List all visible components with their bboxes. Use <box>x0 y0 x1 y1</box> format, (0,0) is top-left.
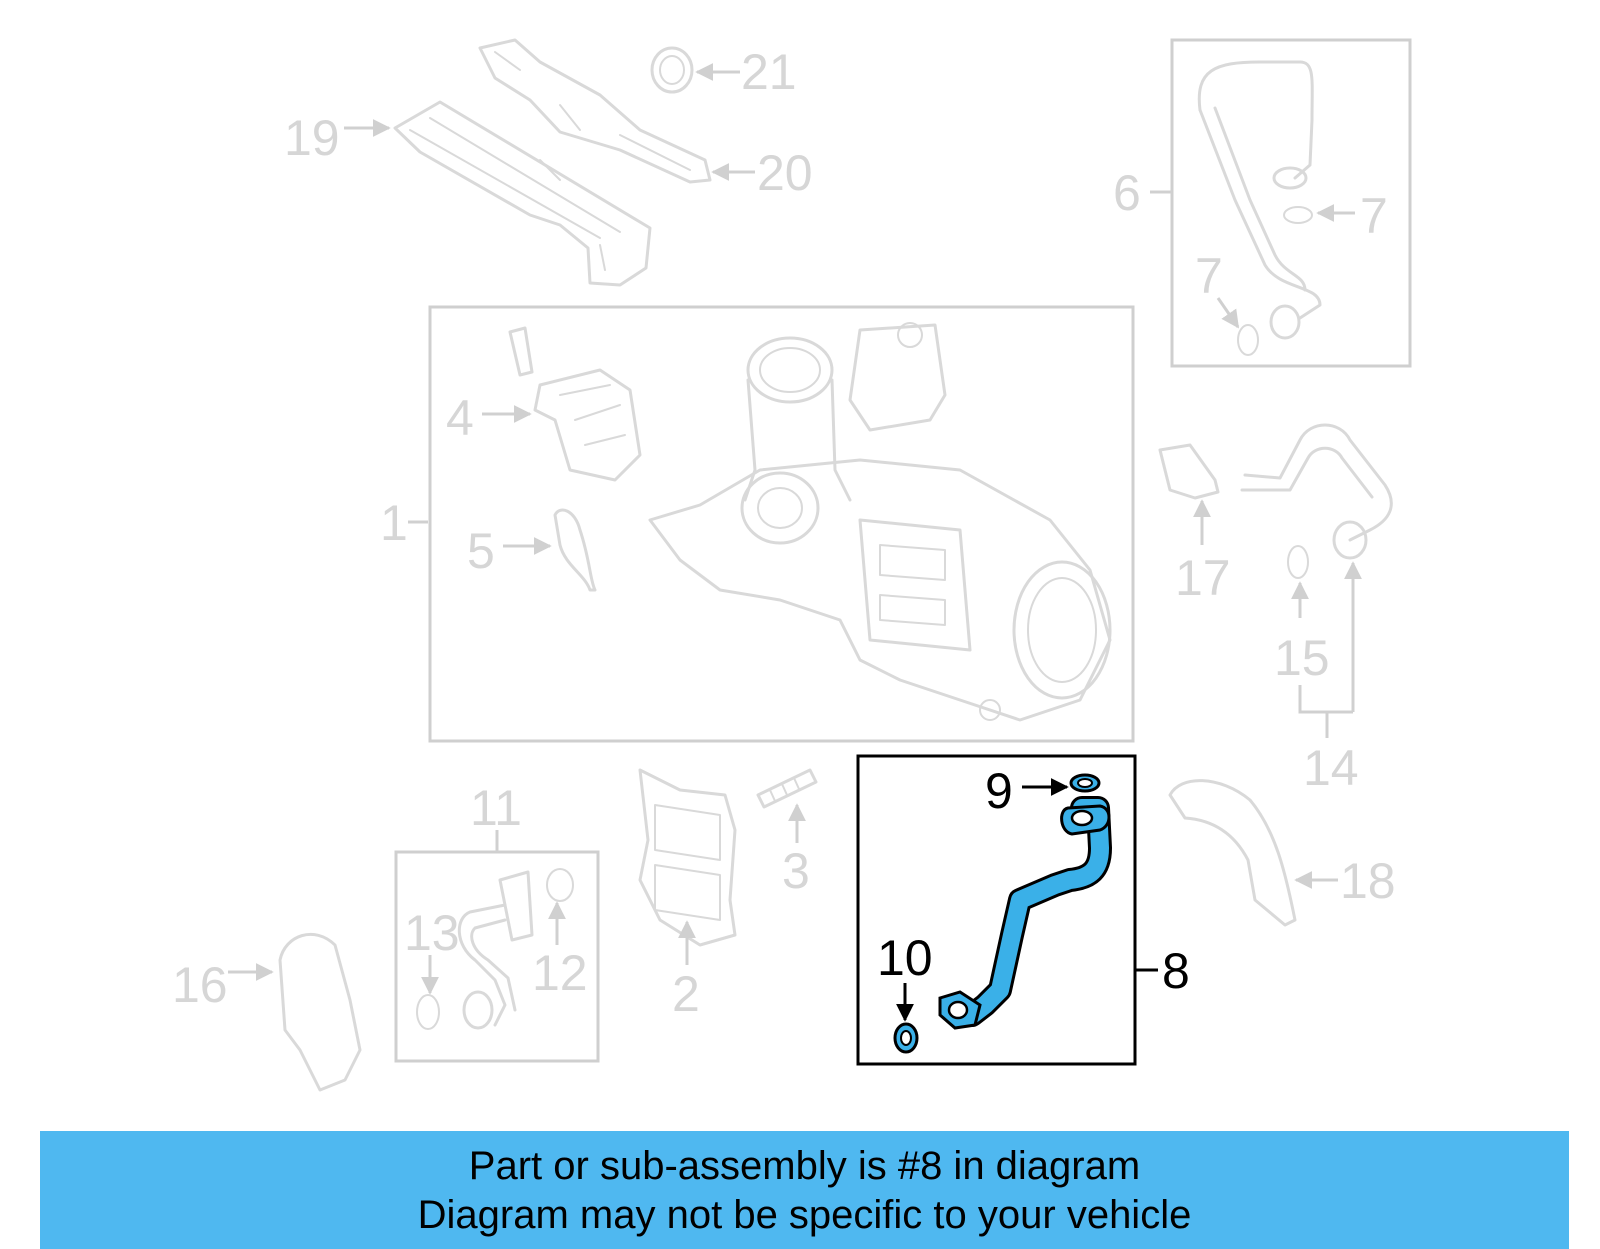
plug-21-drawing <box>650 46 694 94</box>
bracket-17-drawing <box>1158 443 1220 500</box>
callout-21: 21 <box>741 44 797 100</box>
heat-shield-19-drawing <box>393 100 652 287</box>
heat-shield-20-drawing <box>478 38 712 184</box>
callout-1: 1 <box>380 495 408 551</box>
callout-4: 4 <box>446 390 474 446</box>
banner-line-part: Part or sub-assembly is #8 in diagram <box>468 1144 1141 1188</box>
pipe-6-drawing <box>1197 60 1322 356</box>
callout-10: 10 <box>877 930 933 986</box>
callout-19: 19 <box>284 110 340 166</box>
callout-20: 20 <box>757 145 813 201</box>
callout-3: 3 <box>782 843 810 899</box>
gasket-2-drawing <box>638 768 737 947</box>
leader-lines <box>228 63 1362 995</box>
callout-12: 12 <box>532 945 588 1001</box>
callout-14: 14 <box>1303 740 1359 796</box>
callout-8: 8 <box>1162 943 1190 999</box>
callout-7b: 7 <box>1195 248 1223 304</box>
assembly-1-frame <box>428 305 1135 743</box>
turbocharger-drawing <box>648 322 1112 722</box>
callout-6: 6 <box>1113 165 1141 221</box>
heat-shield-16-drawing <box>278 932 362 1092</box>
callout-2: 2 <box>672 966 700 1022</box>
callout-16: 16 <box>172 957 228 1013</box>
oil-feed-pipe-8-drawing <box>893 773 1112 1054</box>
callout-11: 11 <box>470 780 522 836</box>
clamp-5-drawing <box>553 508 597 592</box>
pipe-14-drawing <box>1240 423 1393 579</box>
bracket-18-drawing <box>1168 779 1297 927</box>
callout-18: 18 <box>1340 853 1396 909</box>
pipe-11-drawing <box>416 868 574 1030</box>
callout-15: 15 <box>1274 630 1330 686</box>
leader-lines-active <box>896 778 1158 1022</box>
callout-5: 5 <box>467 523 495 579</box>
callout-17: 17 <box>1175 550 1231 606</box>
callout-7a: 7 <box>1360 188 1388 244</box>
callout-9: 9 <box>985 763 1013 819</box>
actuator-4-drawing <box>508 326 642 482</box>
stud-3-drawing <box>756 768 818 809</box>
callout-13: 13 <box>404 905 460 961</box>
assembly-6-frame <box>1170 38 1412 368</box>
assembly-8-frame <box>856 754 1137 1066</box>
banner-line-disclaimer: Diagram may not be specific to your vehi… <box>417 1193 1192 1237</box>
info-banner: Part or sub-assembly is #8 in diagram Di… <box>40 1131 1569 1249</box>
